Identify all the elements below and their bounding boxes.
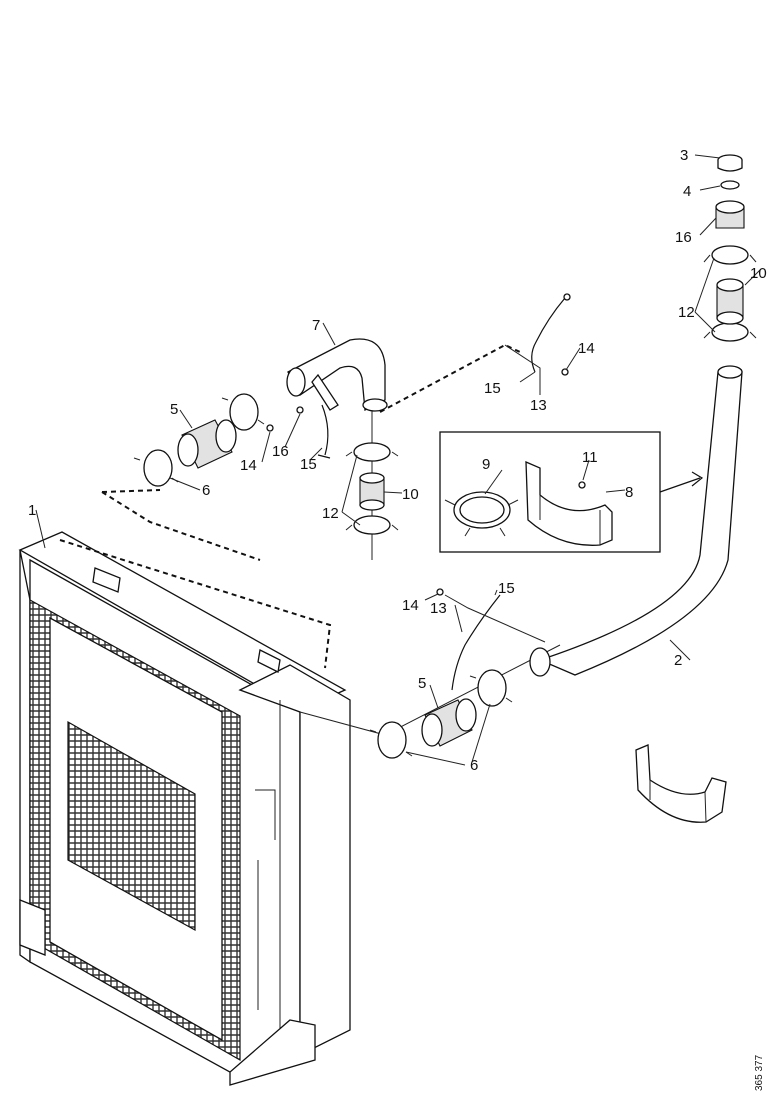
callout-14-upper-right: 14 — [578, 340, 595, 357]
callout-8: 8 — [625, 484, 633, 501]
callout-15-lower: 15 — [498, 580, 515, 597]
detail-inset — [439, 431, 704, 553]
radiator-assembly — [18, 531, 351, 1086]
callout-14-lower: 14 — [402, 597, 419, 614]
callout-6-upper: 6 — [202, 482, 210, 499]
charge-air-pipe-assembly — [436, 154, 757, 691]
callout-15-upper-left: 15 — [300, 456, 317, 473]
callout-15-upper-right: 15 — [484, 380, 501, 397]
mounting-bracket-lower-right — [635, 744, 727, 823]
callout-12-lower: 12 — [322, 505, 339, 522]
callout-11: 11 — [582, 449, 598, 466]
callout-2: 2 — [674, 652, 682, 669]
callout-3: 3 — [680, 147, 688, 164]
callout-6-lower: 6 — [470, 757, 478, 774]
callout-13-lower: 13 — [430, 600, 447, 617]
callout-5-upper: 5 — [170, 401, 178, 418]
callout-13-upper: 13 — [530, 397, 547, 414]
callout-12-upper: 12 — [678, 304, 695, 321]
callout-16-right: 16 — [675, 229, 692, 246]
callout-1: 1 — [28, 502, 36, 519]
callout-14-upper-left: 14 — [240, 457, 257, 474]
drawing-code-text: 365 377 — [754, 1054, 765, 1091]
callout-10-upper: 10 — [750, 265, 767, 282]
callout-7: 7 — [312, 317, 320, 334]
lower-coupling-assembly — [369, 669, 513, 759]
callout-4: 4 — [683, 183, 691, 200]
upper-hose-assembly — [133, 293, 571, 560]
leader-lines — [35, 154, 761, 766]
callout-10-lower: 10 — [402, 486, 419, 503]
callout-9: 9 — [482, 456, 490, 473]
callout-16-left: 16 — [272, 443, 289, 460]
callout-5-lower: 5 — [418, 675, 426, 692]
drawing-reference-code: 365 377 — [754, 1054, 765, 1091]
part-callouts: 1 2 3 4 5 5 6 6 7 8 9 10 10 11 12 12 13 … — [28, 147, 767, 774]
